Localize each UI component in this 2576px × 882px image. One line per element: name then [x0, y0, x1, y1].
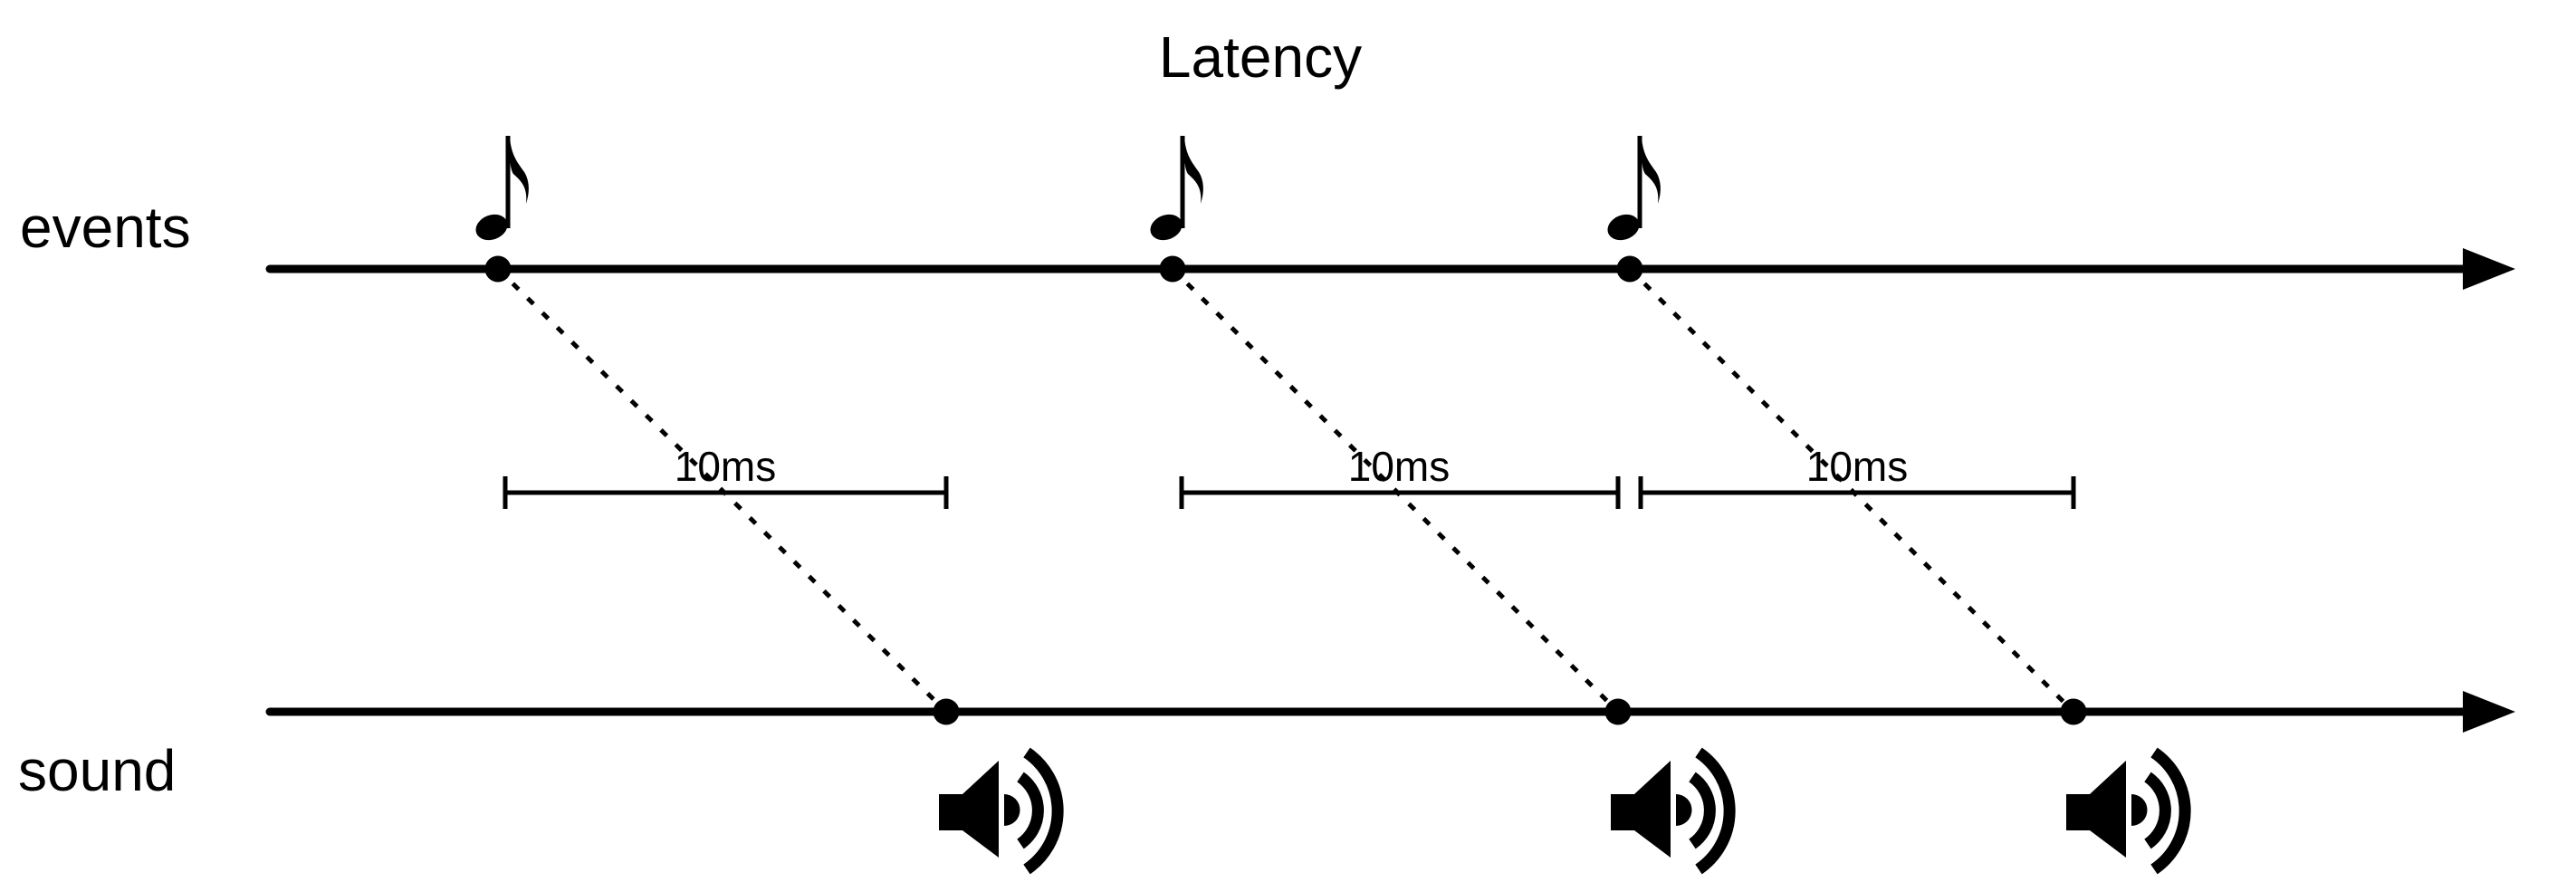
sound-marker-dot-3 — [2060, 698, 2087, 725]
event-marker-dot-2 — [1159, 255, 1186, 283]
eighth-note-icon — [1146, 136, 1203, 245]
event-marker-dot-1 — [484, 255, 512, 283]
arrowhead-icon — [2463, 691, 2515, 733]
sound-timeline-label: sound — [18, 738, 177, 803]
measurement-bracket-3 — [1638, 476, 2076, 509]
measurement-brackets — [503, 476, 2076, 509]
measurement-bracket-2 — [1179, 476, 1621, 509]
speaker-icon — [939, 753, 1058, 869]
latency-measurement-label-3: 10ms — [1805, 443, 1909, 490]
latency-measurement-label-2: 10ms — [1347, 443, 1451, 490]
sound-timeline — [265, 691, 2515, 869]
speaker-icon — [2066, 753, 2185, 869]
sound-marker-dot-2 — [1604, 698, 1632, 725]
eighth-note-icon — [1604, 136, 1661, 245]
events-timeline — [265, 136, 2515, 290]
measurement-bracket-1 — [503, 476, 949, 509]
speaker-icon — [1611, 753, 1729, 869]
arrowhead-icon — [2463, 248, 2515, 290]
latency-measurement-label-1: 10ms — [674, 443, 777, 490]
events-timeline-label: events — [20, 195, 191, 260]
eighth-note-icon — [472, 136, 529, 245]
event-marker-dot-3 — [1616, 255, 1643, 283]
sound-marker-dot-1 — [933, 698, 960, 725]
diagram-title: Latency — [1158, 24, 1363, 90]
